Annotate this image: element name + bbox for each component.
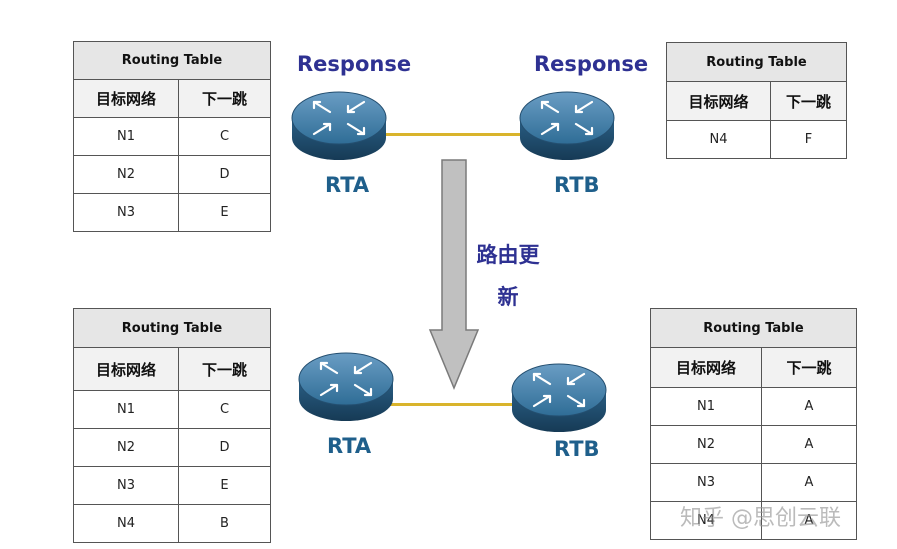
column-header-destination: 目标网络 xyxy=(73,347,179,391)
table-row: N2 D xyxy=(73,428,271,467)
routing-table-top-left: Routing Table 目标网络 下一跳 N1 C N2 D N3 E xyxy=(73,41,271,232)
table-row: N3 E xyxy=(73,466,271,505)
column-header-destination: 目标网络 xyxy=(73,79,179,118)
table-row: N1 C xyxy=(73,390,271,429)
watermark: 知乎 @思创云联 xyxy=(680,506,841,531)
router-icon-rtb-bottom xyxy=(510,362,608,434)
destination-cell: N3 xyxy=(650,463,762,502)
table-row: N1 C xyxy=(73,117,271,156)
table-row: N4 A xyxy=(650,501,857,540)
next-hop-cell: F xyxy=(770,120,847,159)
destination-cell: N1 xyxy=(73,117,179,156)
router-name-rta-top: RTA xyxy=(325,173,370,197)
route-update-line2: 新 xyxy=(497,285,519,309)
next-hop-cell: A xyxy=(761,387,857,426)
destination-cell: N4 xyxy=(650,501,762,540)
route-update-label: 路由更 新 xyxy=(468,234,548,318)
routing-table-bottom-left: Routing Table 目标网络 下一跳 N1 C N2 D N3 E N4… xyxy=(73,308,271,543)
table-title: Routing Table xyxy=(666,42,847,82)
down-arrow-icon xyxy=(428,159,480,390)
next-hop-cell: E xyxy=(178,193,271,232)
route-update-line1: 路由更 xyxy=(476,243,540,267)
table-row: N1 A xyxy=(650,387,857,426)
router-name-rta-bottom: RTA xyxy=(327,434,372,458)
column-header-next-hop: 下一跳 xyxy=(178,347,271,391)
column-header-next-hop: 下一跳 xyxy=(770,81,847,121)
next-hop-cell: C xyxy=(178,390,271,429)
router-icon-rta-bottom xyxy=(297,351,395,423)
destination-cell: N2 xyxy=(73,428,179,467)
next-hop-cell: D xyxy=(178,155,271,194)
table-title: Routing Table xyxy=(73,308,271,348)
column-header-destination: 目标网络 xyxy=(650,347,762,388)
destination-cell: N1 xyxy=(73,390,179,429)
router-name-rtb-top: RTB xyxy=(554,173,600,197)
destination-cell: N1 xyxy=(650,387,762,426)
column-header-destination: 目标网络 xyxy=(666,81,771,121)
destination-cell: N3 xyxy=(73,466,179,505)
next-hop-cell: A xyxy=(761,425,857,464)
response-label-left: Response xyxy=(297,52,412,76)
column-header-next-hop: 下一跳 xyxy=(178,79,271,118)
router-icon-rtb-top xyxy=(518,90,616,162)
table-title: Routing Table xyxy=(73,41,271,80)
next-hop-cell: E xyxy=(178,466,271,505)
table-row: N3 A xyxy=(650,463,857,502)
response-label-right: Response xyxy=(534,52,649,76)
router-name-rtb-bottom: RTB xyxy=(554,437,600,461)
table-row: N4 B xyxy=(73,504,271,543)
table-row: N2 A xyxy=(650,425,857,464)
destination-cell: N2 xyxy=(73,155,179,194)
column-header-next-hop: 下一跳 xyxy=(761,347,857,388)
next-hop-cell: A xyxy=(761,463,857,502)
destination-cell: N4 xyxy=(73,504,179,543)
next-hop-cell: D xyxy=(178,428,271,467)
table-row: N2 D xyxy=(73,155,271,194)
table-row: N4 F xyxy=(666,120,847,159)
link-bottom xyxy=(388,403,518,406)
next-hop-cell: B xyxy=(178,504,271,543)
next-hop-cell: C xyxy=(178,117,271,156)
router-icon-rta-top xyxy=(290,90,388,162)
next-hop-cell: A xyxy=(761,501,857,540)
link-top xyxy=(380,133,530,136)
destination-cell: N4 xyxy=(666,120,771,159)
destination-cell: N2 xyxy=(650,425,762,464)
table-row: N3 E xyxy=(73,193,271,232)
table-title: Routing Table xyxy=(650,308,857,348)
routing-table-bottom-right: Routing Table 目标网络 下一跳 N1 A N2 A N3 A N4… xyxy=(650,308,857,540)
destination-cell: N3 xyxy=(73,193,179,232)
routing-table-top-right: Routing Table 目标网络 下一跳 N4 F xyxy=(666,42,847,159)
